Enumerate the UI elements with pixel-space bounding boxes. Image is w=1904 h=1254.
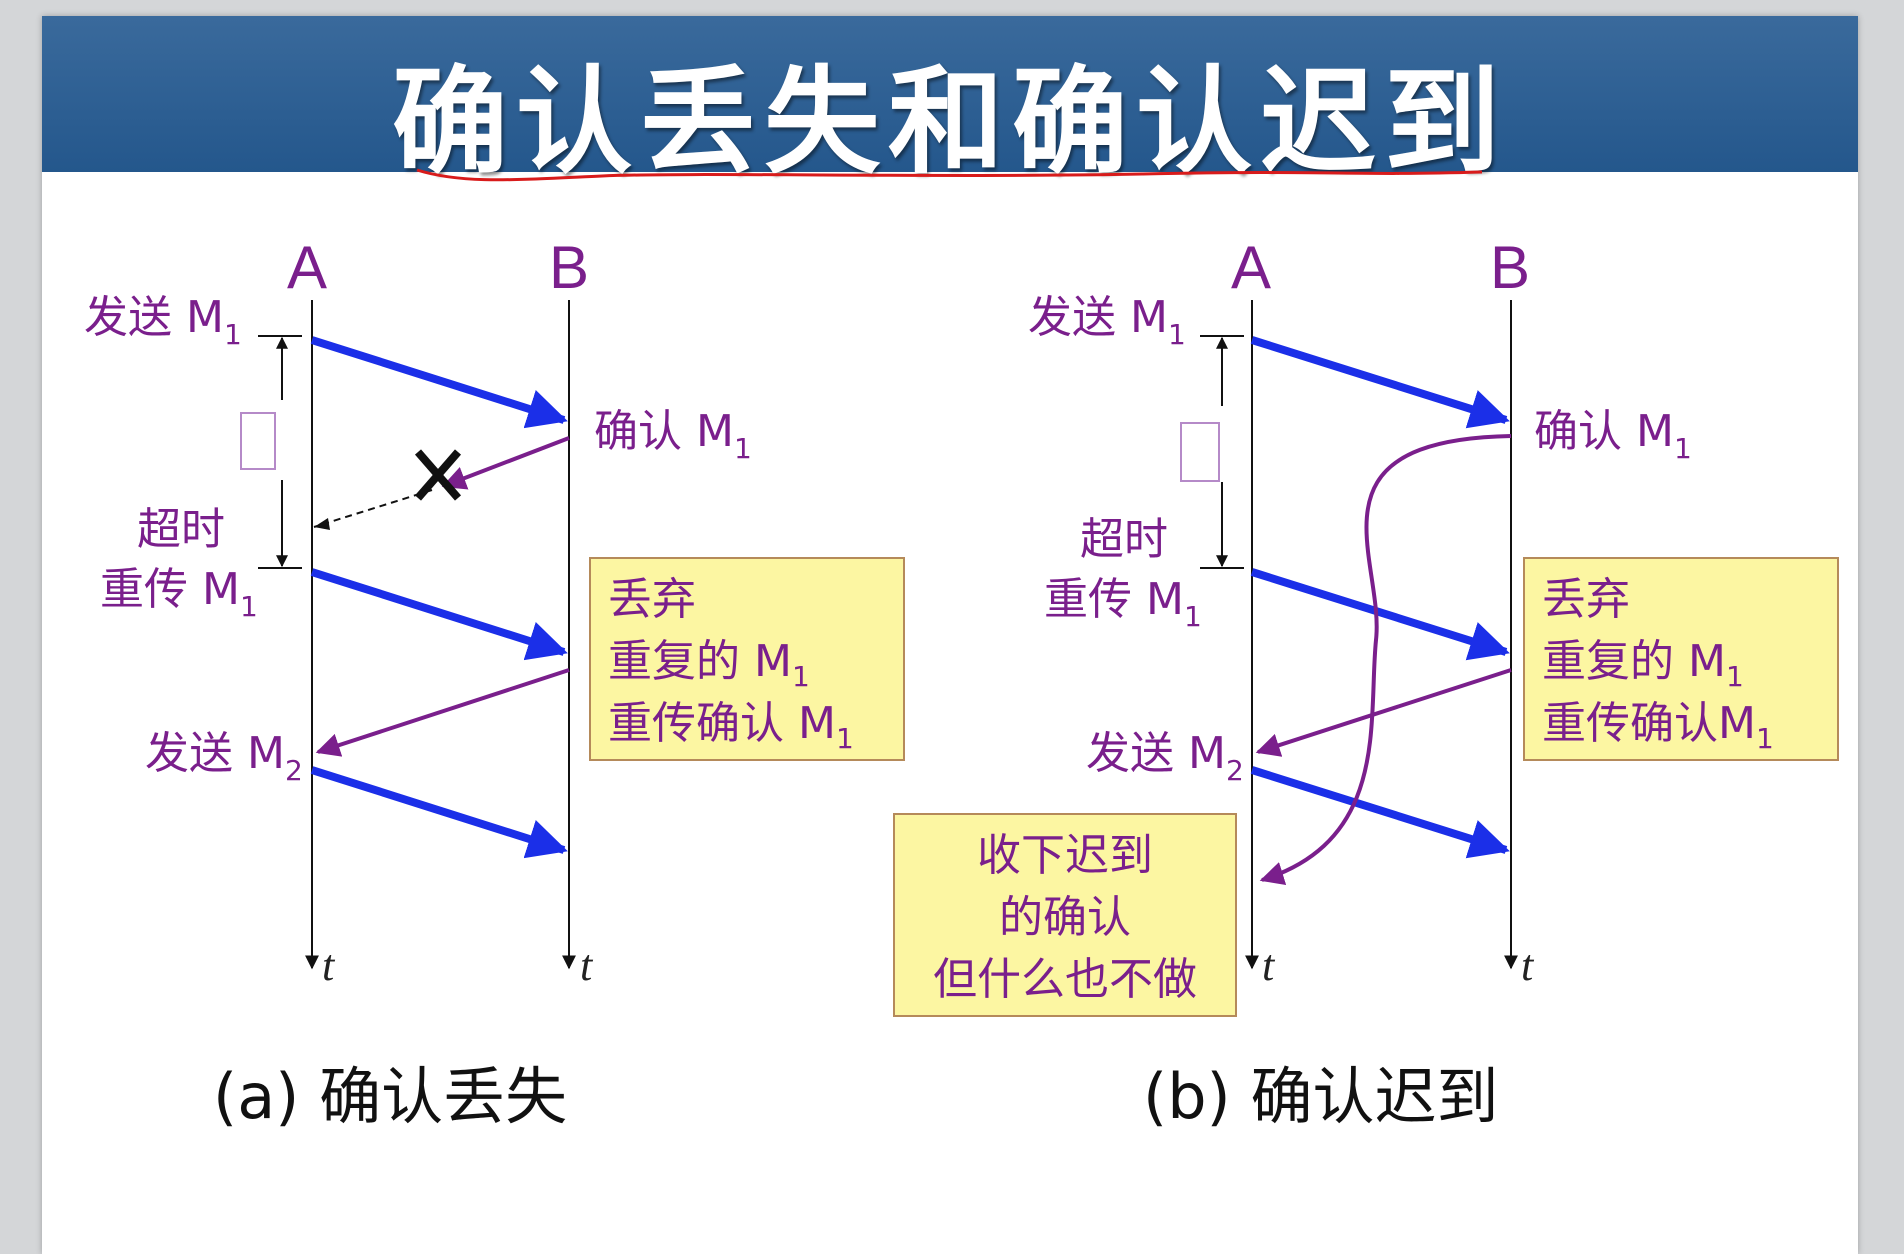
retransmit-m1-label: 重传 M1 bbox=[1044, 574, 1202, 633]
caption-b: (b) 确认迟到 bbox=[1143, 1060, 1498, 1133]
late-ack-note-line-1: 收下迟到 bbox=[977, 830, 1153, 881]
late-ack-note-line-2: 的确认 bbox=[999, 892, 1131, 943]
discard-note-line-2: 重复的 M1 bbox=[1542, 636, 1744, 693]
ack-m1-label: 确认 M1 bbox=[594, 406, 752, 465]
timeout-label: 超时 bbox=[137, 504, 225, 555]
timer-box bbox=[1180, 422, 1220, 482]
panel-b: A B t t 发送 M1 超时 重传 M1 发送 M2 确认 M1 丢弃 重复… bbox=[893, 234, 1839, 1133]
time-label-b: t bbox=[580, 941, 594, 990]
data-arrow-m2 bbox=[1250, 766, 1510, 859]
slide-title: 确认丢失和确认迟到 bbox=[392, 55, 1508, 190]
node-a-label: A bbox=[287, 234, 327, 301]
ack-arrow-lost bbox=[441, 436, 570, 490]
ack-arrow-retransmit bbox=[315, 668, 570, 757]
time-label-a: t bbox=[1262, 941, 1276, 990]
discard-note-line-1: 丢弃 bbox=[608, 574, 696, 625]
late-ack-note-line-3: 但什么也不做 bbox=[933, 954, 1197, 1005]
discard-note-line-1: 丢弃 bbox=[1542, 574, 1630, 625]
panel-a: A B t t 发送 M1 超时 重传 M1 发送 M2 确认 M1 bbox=[84, 234, 905, 1133]
data-arrow-m2 bbox=[310, 766, 568, 859]
send-m2-label: 发送 M2 bbox=[1086, 728, 1244, 787]
title-underline bbox=[416, 168, 1483, 182]
node-a-label: A bbox=[1231, 234, 1271, 301]
ack-lost-dashed bbox=[313, 489, 433, 528]
late-ack-note bbox=[893, 813, 1237, 1017]
data-arrow-m1-retransmit bbox=[1250, 568, 1510, 661]
node-b-label: B bbox=[549, 234, 589, 301]
discard-note-line-2: 重复的 M1 bbox=[608, 636, 810, 693]
discard-note bbox=[589, 557, 905, 761]
lost-x-icon bbox=[414, 449, 462, 501]
retransmit-m1-label: 重传 M1 bbox=[100, 564, 258, 623]
discard-note bbox=[1523, 557, 1839, 761]
title-bar: 确认丢失和确认迟到 bbox=[42, 16, 1858, 190]
data-arrow-m1-retransmit bbox=[310, 568, 568, 661]
ack-m1-label: 确认 M1 bbox=[1534, 406, 1692, 465]
send-m1-label: 发送 M1 bbox=[84, 292, 242, 351]
ack-lost-dashed-head bbox=[314, 518, 330, 530]
node-b-label: B bbox=[1490, 234, 1530, 301]
data-arrow-m1 bbox=[310, 336, 568, 429]
ack-arrow-retransmit bbox=[1255, 668, 1512, 757]
timeout-label: 超时 bbox=[1080, 514, 1168, 565]
send-m2-label: 发送 M2 bbox=[145, 728, 303, 787]
ack-arrow-delayed bbox=[1259, 434, 1512, 885]
time-label-a: t bbox=[322, 941, 336, 990]
data-arrow-m1 bbox=[1250, 336, 1510, 429]
timer-box bbox=[240, 412, 276, 470]
discard-note-line-3: 重传确认 M1 bbox=[608, 698, 854, 755]
caption-a: (a) 确认丢失 bbox=[213, 1060, 567, 1133]
time-label-b: t bbox=[1521, 941, 1535, 990]
discard-note-line-3: 重传确认M1 bbox=[1542, 698, 1774, 755]
send-m1-label: 发送 M1 bbox=[1028, 292, 1186, 351]
